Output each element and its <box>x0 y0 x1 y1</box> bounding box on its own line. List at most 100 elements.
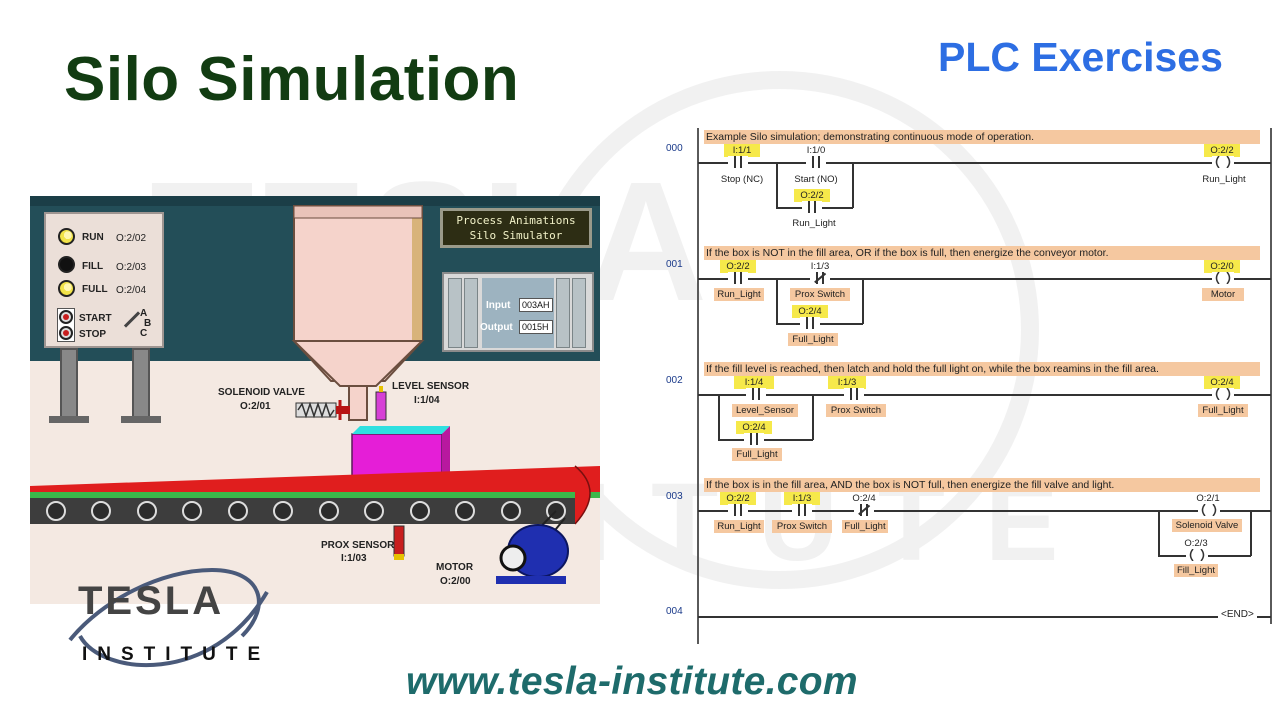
contact-address: O:2/4 <box>736 421 772 434</box>
rack-output-label: Output <box>480 322 513 333</box>
solenoid-plunger <box>336 406 350 414</box>
fill-box-top <box>352 426 450 434</box>
coil-address: O:2/2 <box>1204 144 1240 157</box>
display-line-1: Process Animations <box>456 214 576 227</box>
coil-address: O:2/1 <box>1196 493 1220 504</box>
start-label: START <box>79 313 112 324</box>
run-label: RUN <box>82 232 104 243</box>
coil-tag: Run_Light <box>1202 174 1246 185</box>
rack-display-area <box>482 278 554 348</box>
conveyor-edge <box>30 492 600 498</box>
right-power-rail <box>1270 128 1272 624</box>
rack-output-value: 0015H <box>519 320 553 334</box>
contact-address: O:2/2 <box>720 492 756 505</box>
contact-tag: Full_Light <box>842 520 888 533</box>
contact-no-icon <box>800 317 820 329</box>
branch-wire <box>718 394 720 440</box>
contact-no-icon <box>746 388 766 400</box>
motor-address: O:2/00 <box>440 576 471 587</box>
rung-number: 002 <box>666 375 683 386</box>
contact-no-icon <box>728 156 748 168</box>
rack-slot <box>572 278 586 348</box>
rung-number: 004 <box>666 606 683 617</box>
contact-address: I:1/3 <box>810 261 830 272</box>
conveyor-top <box>30 466 600 496</box>
rung-number: 003 <box>666 491 683 502</box>
run-lamp-icon <box>58 228 75 245</box>
contact-tag: Full_Light <box>788 333 838 346</box>
contact-no-icon <box>728 272 748 284</box>
branch-wire <box>862 278 864 324</box>
contact-address: I:1/4 <box>734 376 774 389</box>
contact-tag: Full_Light <box>732 448 782 461</box>
contact-tag: Prox Switch <box>790 288 850 301</box>
contact-address: O:2/2 <box>720 260 756 273</box>
motor-pulley <box>499 544 527 572</box>
fill-label: FILL <box>82 261 104 272</box>
silo-spout <box>348 385 368 421</box>
stop-label: STOP <box>79 329 107 340</box>
coil-tag: Solenoid Valve <box>1172 519 1242 532</box>
prox-sensor-address: I:1/03 <box>341 553 367 564</box>
rung-wire <box>698 162 1271 164</box>
contact-tag: Stop (NC) <box>720 174 764 185</box>
run-address: O:2/02 <box>116 233 147 244</box>
coil-tag: Fill_Light <box>1174 564 1218 577</box>
panel-foot-left <box>49 416 89 423</box>
rung-comment: If the box is NOT in the fill area, OR i… <box>704 246 1260 260</box>
fill-lamp-icon <box>58 256 75 273</box>
selector-position-a: A <box>140 308 148 319</box>
contact-tag: Run_Light <box>714 288 764 301</box>
process-display: Process Animations Silo Simulator <box>440 208 592 248</box>
contact-address: I:1/1 <box>724 144 760 157</box>
rung-wire <box>698 510 1271 512</box>
selector-position-b: B <box>144 318 152 329</box>
rack-slot <box>448 278 462 348</box>
panel-foot-right <box>121 416 161 423</box>
branch-wire <box>1158 510 1160 556</box>
branch-wire <box>852 162 854 208</box>
silo-rim <box>293 205 423 219</box>
contact-address: I:1/0 <box>806 145 826 156</box>
silo-cone <box>291 340 425 387</box>
contact-address: I:1/3 <box>828 376 866 389</box>
contact-tag: Prox Switch <box>772 520 832 533</box>
coil-tag: Motor <box>1202 288 1244 301</box>
solenoid-valve-name: SOLENOID VALVE <box>218 387 305 398</box>
coil-address: O:2/4 <box>1204 376 1240 389</box>
display-line-2: Silo Simulator <box>469 229 563 242</box>
coil-address: O:2/3 <box>1184 538 1208 549</box>
start-button[interactable] <box>59 310 73 324</box>
stop-button[interactable] <box>59 326 73 340</box>
full-label: FULL <box>82 284 108 295</box>
logo-text-tesla: TESLA <box>78 579 224 623</box>
solenoid-valve-address: O:2/01 <box>240 401 271 412</box>
rack-slot <box>464 278 478 348</box>
rack-slot <box>556 278 570 348</box>
level-sensor-body <box>375 391 387 421</box>
contact-tag: Prox Switch <box>826 404 886 417</box>
contact-tag: Start (NO) <box>794 174 838 185</box>
rung-comment: If the fill level is reached, then latch… <box>704 362 1260 376</box>
contact-no-icon <box>792 504 812 516</box>
fill-box-side <box>442 426 450 486</box>
selector-position-c: C <box>140 328 148 339</box>
contact-no-icon <box>844 388 864 400</box>
ladder-diagram: 000 Example Silo simulation; demonstrati… <box>660 128 1275 648</box>
fill-address: O:2/03 <box>116 262 147 273</box>
full-lamp-icon <box>58 280 75 297</box>
rung-wire <box>698 616 1271 618</box>
coil-address: O:2/0 <box>1204 260 1240 273</box>
rung-comment: Example Silo simulation; demonstrating c… <box>704 130 1260 144</box>
contact-nc-icon <box>854 504 874 516</box>
rack-input-label: Input <box>486 300 511 311</box>
series-title: PLC Exercises <box>938 34 1223 80</box>
contact-no-icon <box>744 433 764 445</box>
contact-nc-icon <box>810 272 830 284</box>
conveyor-rollers <box>46 501 566 521</box>
motor-name: MOTOR <box>436 562 474 573</box>
branch-wire <box>812 394 814 440</box>
contact-tag: Run_Light <box>714 520 764 533</box>
coil-tag: Full_Light <box>1198 404 1248 417</box>
coil-icon <box>1186 549 1208 561</box>
